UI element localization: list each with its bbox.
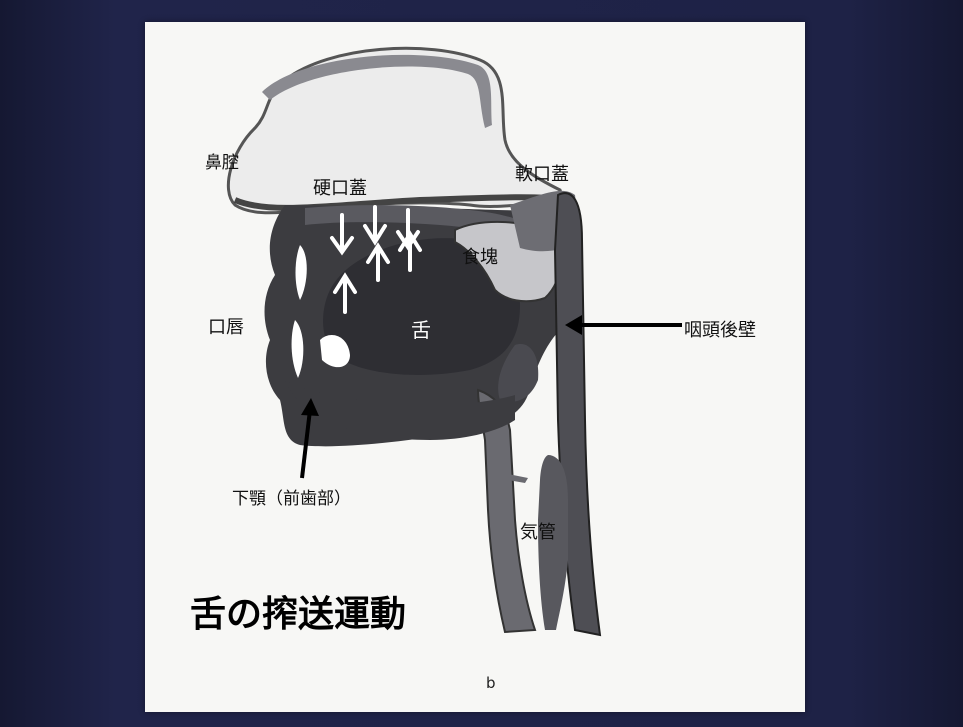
label-hard-palate: 硬口蓋	[313, 174, 367, 200]
label-nasal-cavity: 鼻腔	[205, 148, 239, 173]
label-posterior-pharyngeal-wall: 咽頭後壁	[684, 316, 756, 342]
label-lips: 口唇	[208, 313, 244, 339]
label-food-bolus: 食塊	[462, 243, 498, 269]
panel-letter: b	[486, 674, 496, 692]
label-soft-palate: 軟口蓋	[515, 160, 569, 186]
label-trachea: 気管	[520, 518, 556, 544]
label-tongue: 舌	[411, 314, 431, 343]
diagram-caption: 舌の搾送運動	[190, 585, 406, 637]
label-mandible: 下顎（前歯部）	[232, 484, 351, 509]
nasal-cavity-outline	[228, 48, 565, 213]
